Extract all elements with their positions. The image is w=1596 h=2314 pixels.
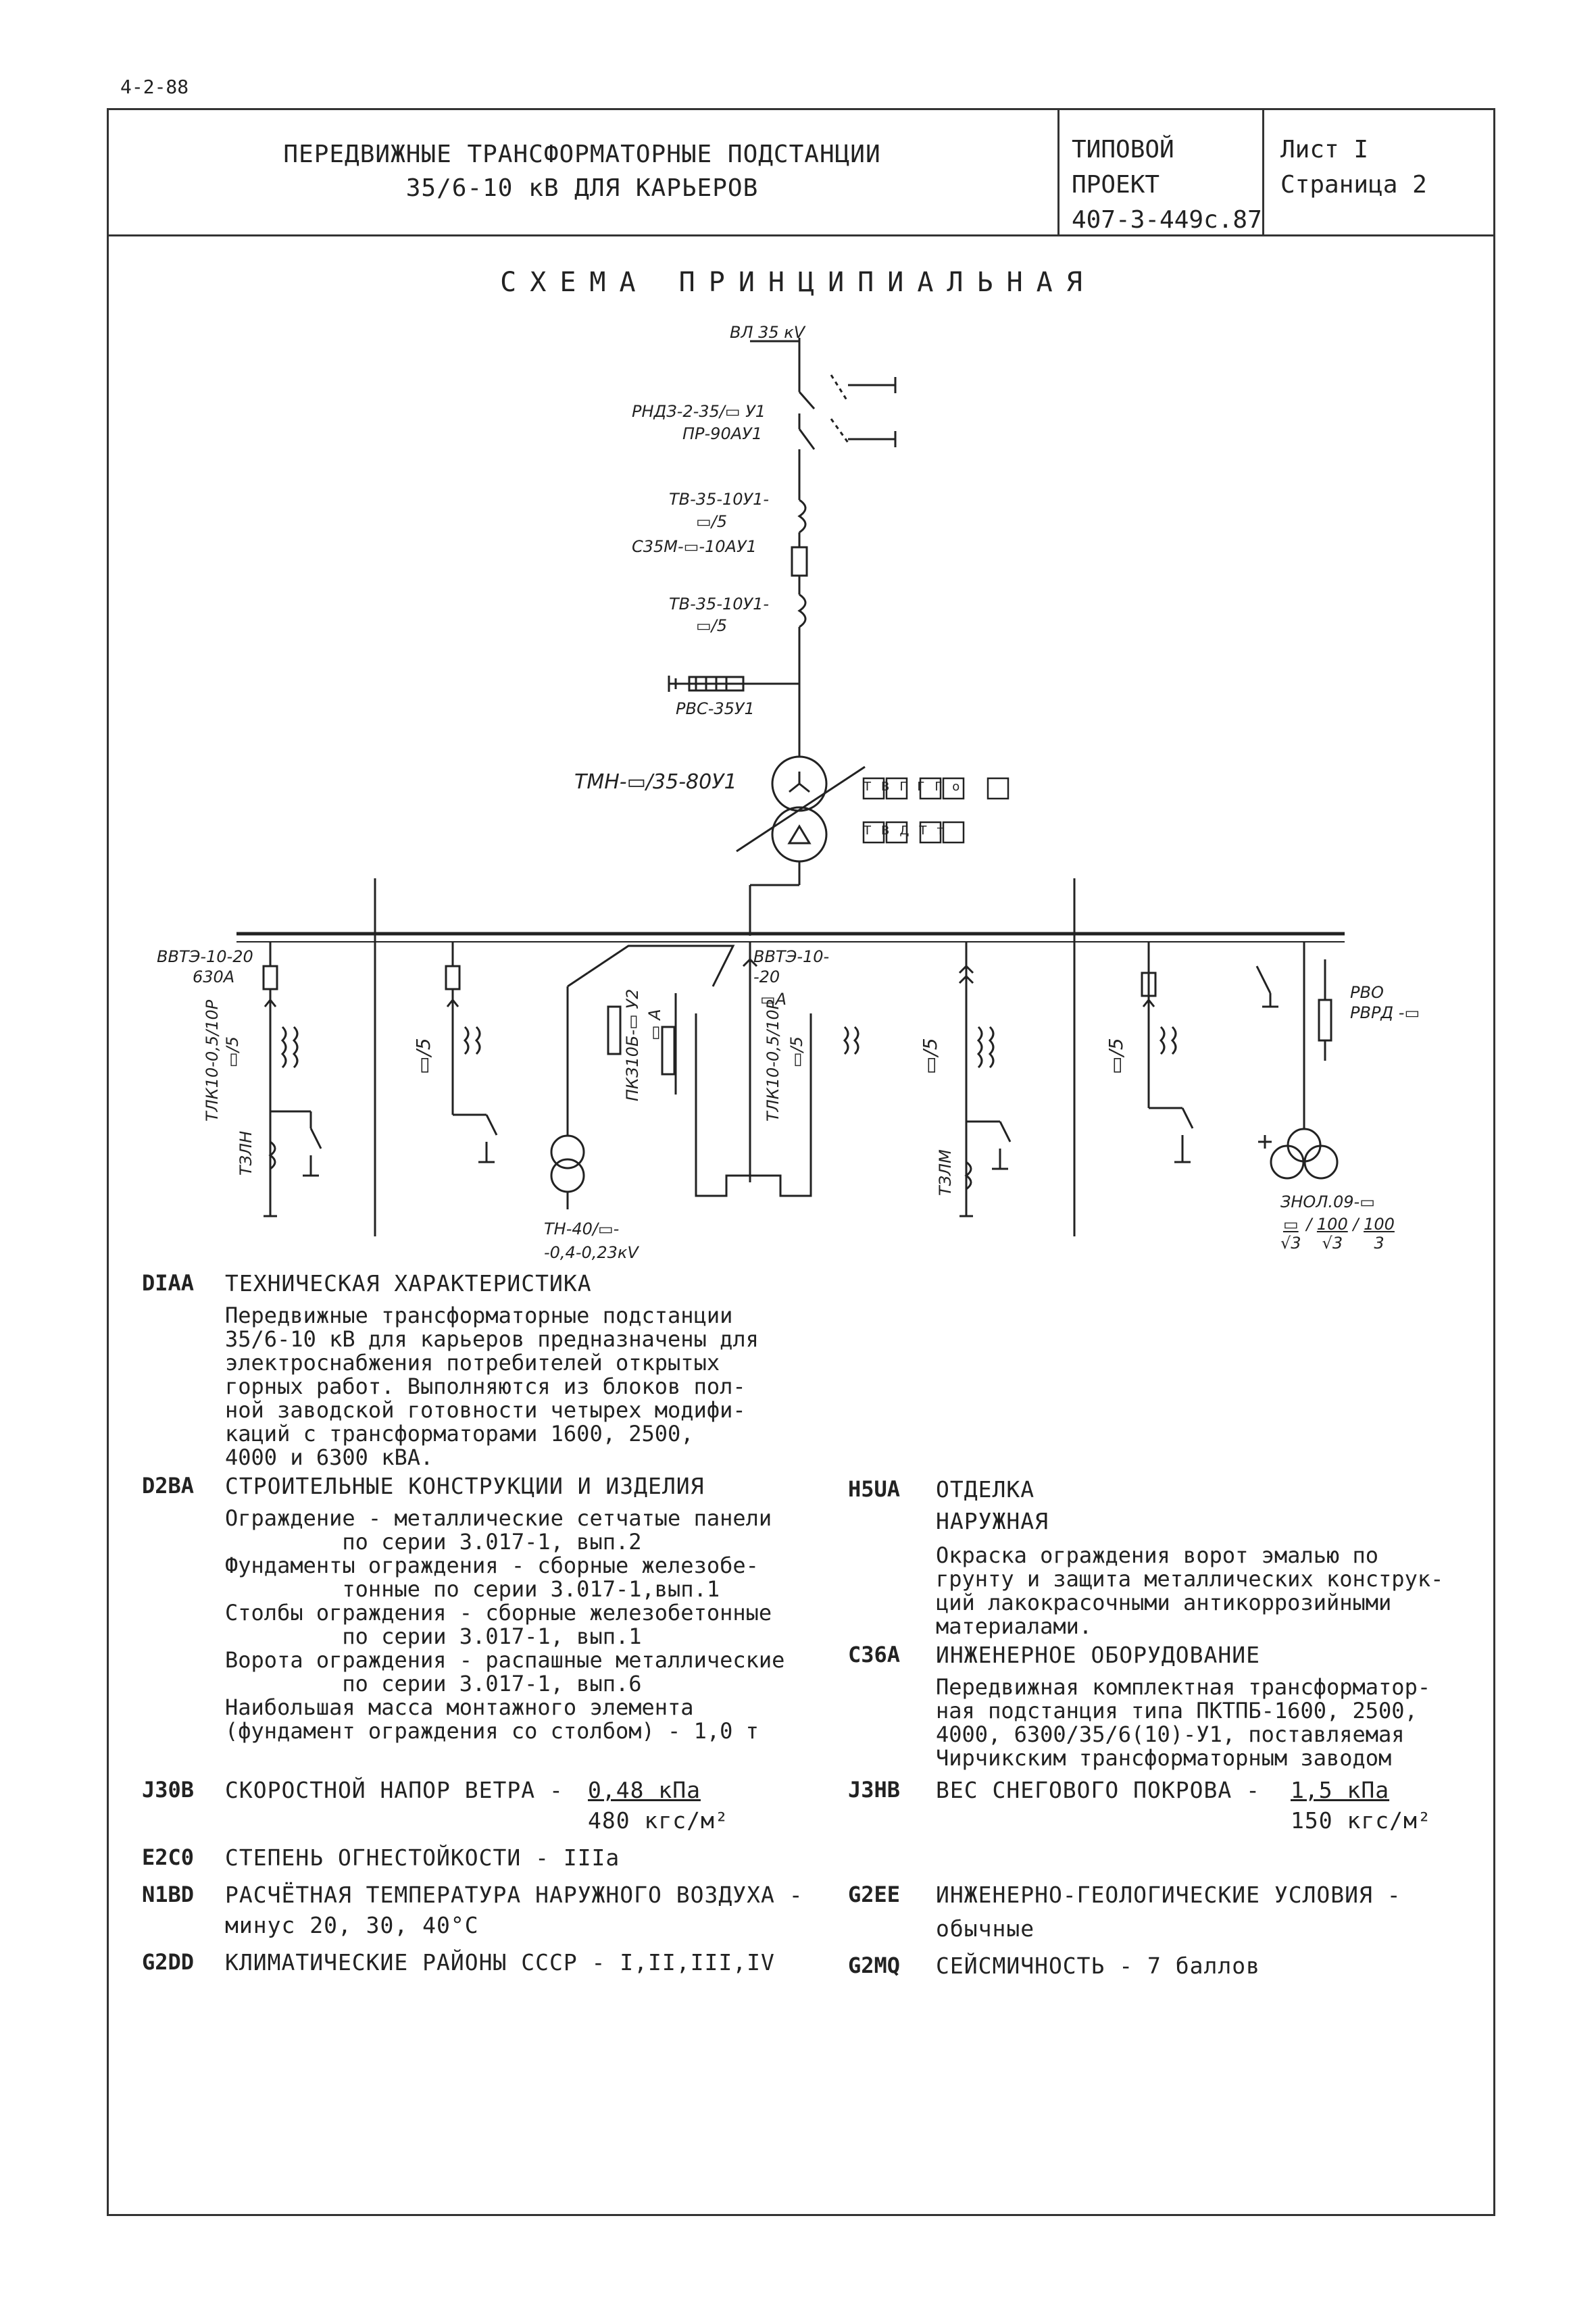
snow-value-kgs: 150 кгс/м² (1291, 1807, 1432, 1834)
pkz-fuse-label: ▭ А (645, 1009, 664, 1040)
feeder-5-zct-label: ТЗЛМ (936, 1149, 955, 1196)
pkz-label: ПКЗ10Б-▭ У2 (623, 988, 642, 1101)
temp-line-1: РАСЧЁТНАЯ ТЕМПЕРАТУРА НАРУЖНОГО ВОЗДУХА … (225, 1882, 803, 1908)
disconnector-blade (798, 391, 816, 409)
center-breaker-label: ВВТЭ-10- (753, 947, 830, 966)
temp-line-2: минус 20, 30, 40°С (225, 1912, 479, 1938)
project-label: ТИПОВОЙ ПРОЕКТ (1072, 136, 1174, 199)
feeder-1 (262, 942, 322, 1217)
page-number: Страница 2 (1280, 171, 1427, 199)
finish-title: ОТДЕЛКА (936, 1476, 1035, 1503)
rvrd-label: РВРД -▭ (1350, 1003, 1420, 1022)
prot-row-2: ТВДТт (864, 824, 954, 838)
sheet-number: Лист I (1280, 136, 1369, 164)
geo-line-1: ИНЖЕНЕРНО-ГЕОЛОГИЧЕСКИЕ УСЛОВИЯ - (936, 1882, 1401, 1908)
wind-code: J30B (142, 1777, 195, 1803)
breaker-label: С35М-▭-10АУ1 (632, 537, 757, 556)
rvo-label: РВО (1350, 983, 1384, 1002)
aux-transformer-label: ТН-40/▭- (544, 1219, 620, 1238)
feeder-2 (445, 942, 498, 1163)
scheme-title: СХЕМА ПРИНЦИПИАЛЬНАЯ (500, 267, 1096, 298)
feeder-breaker-rating: 630А (193, 967, 235, 986)
feeder-3-center (695, 942, 859, 1197)
ct-2-ratio: ▭/5 (696, 616, 728, 635)
vt-label: ЗНОЛ.09-▭ (1280, 1192, 1375, 1211)
page-ref: 4-2-88 (120, 76, 189, 98)
build-code: D2BA (142, 1473, 195, 1499)
feeder-5 (958, 942, 1012, 1217)
fire-code: E2C0 (142, 1844, 195, 1870)
finish-code: H5UA (848, 1476, 901, 1502)
ct-1-coil (797, 499, 807, 534)
transformer-lv-winding (771, 806, 828, 863)
feeder-breaker-label: ВВТЭ-10-20 (157, 947, 253, 966)
build-title: СТРОИТЕЛЬНЫЕ КОНСТРУКЦИИ И ИЗДЕЛИЯ (225, 1473, 705, 1499)
tap-changer-arrow (736, 765, 866, 853)
breaker-35kv (791, 546, 808, 577)
disconnector-blade-2 (798, 428, 816, 450)
ct-2-label: ТВ-35-10У1- (669, 595, 770, 613)
geo-line-2: обычные (936, 1915, 1035, 1942)
wind-value-kgs: 480 кгс/м² (588, 1807, 729, 1834)
voltage-transformer-branch (1255, 942, 1339, 1180)
project-cell: ТИПОВОЙ ПРОЕКТ 407-3-449с.87 (1059, 108, 1264, 234)
title-cell: ПЕРЕДВИЖНЫЕ ТРАНСФОРМАТОРНЫЕ ПОДСТАНЦИИ … (107, 108, 1059, 234)
equip-text: Передвижная комплектная трансформатор- н… (936, 1674, 1431, 1771)
disconnector-label-2: ПР-90АУ1 (682, 424, 763, 443)
feeder-1-zct-label: ТЗЛН (236, 1130, 255, 1176)
climate-code: G2DD (142, 1949, 195, 1975)
feeder-6 (1141, 942, 1194, 1163)
wind-label: СКОРОСТНОЙ НАПОР ВЕТРА - (225, 1777, 564, 1803)
equip-title: ИНЖЕНЕРНОЕ ОБОРУДОВАНИЕ (936, 1642, 1260, 1668)
disconnector-label: РНДЗ-2-35/▭ У1 (632, 402, 766, 421)
feeder-6-ct-ratio: ▭/5 (1105, 1038, 1127, 1074)
protection-relays (862, 777, 1009, 844)
equip-code: C36A (848, 1642, 901, 1667)
feeder-1-ct-label: ТЛК10-0,5/10Р (203, 999, 222, 1122)
feeder-5-ct-ratio: ▭/5 (919, 1038, 941, 1074)
drawing-frame (107, 108, 1495, 2216)
sheet-cell: Лист I Страница 2 (1264, 108, 1510, 259)
aux-transformer-voltage: -0,4-0,23кV (544, 1243, 639, 1262)
title-line-1: ПЕРЕДВИЖНЫЕ ТРАНСФОРМАТОРНЫЕ ПОДСТАНЦИИ (283, 140, 881, 168)
temp-code: N1BD (142, 1882, 195, 1907)
center-ct-label: ТЛК10-0,5/10Р (764, 999, 782, 1122)
seismic-text: СЕЙСМИЧНОСТЬ - 7 баллов (936, 1953, 1260, 1979)
seismic-code: G2MQ (848, 1953, 901, 1978)
geo-code: G2EE (848, 1882, 901, 1907)
tech-code: DIAA (142, 1270, 195, 1296)
transformer-label: ТМН-▭/35-80У1 (574, 770, 737, 794)
ct-1-ratio: ▭/5 (696, 512, 728, 531)
feeder-2-ct-ratio: ▭/5 (412, 1038, 434, 1074)
title-line-2: 35/6-10 кВ ДЛЯ КАРЬЕРОВ (405, 174, 759, 202)
tech-text: Передвижные трансформаторные подстанции … (225, 1303, 759, 1470)
line-in-label: ВЛ 35 кV (730, 323, 805, 342)
fire-text: СТЕПЕНЬ ОГНЕСТОЙКОСТИ - IIIa (225, 1844, 620, 1871)
single-line-diagram (236, 338, 1345, 1236)
project-number: 407-3-449с.87 (1072, 206, 1262, 234)
ct-1-label: ТВ-35-10У1- (669, 490, 770, 509)
finish-subtitle: НАРУЖНАЯ (936, 1508, 1049, 1534)
arrester-label: РВС-35У1 (676, 699, 755, 718)
climate-text: КЛИМАТИЧЕСКИЕ РАЙОНЫ СССР - I,II,III,IV (225, 1949, 775, 1976)
title-block: ПЕРЕДВИЖНЫЕ ТРАНСФОРМАТОРНЫЕ ПОДСТАНЦИИ … (107, 108, 1495, 236)
center-breaker-label-2: -20 (753, 967, 780, 986)
center-ct-ratio: ▭/5 (787, 1036, 806, 1067)
wind-value-kpa: 0,48 кПа (588, 1777, 701, 1803)
snow-label: ВЕС СНЕГОВОГО ПОКРОВА - (936, 1777, 1260, 1803)
aux-transformer-branch (550, 945, 735, 1209)
snow-value-kpa: 1,5 кПа (1291, 1777, 1390, 1803)
feeder-1-ct-ratio: ▭/5 (223, 1036, 242, 1067)
build-text: Ограждение - металлические сетчатые пане… (225, 1505, 785, 1744)
ct-2-coil (797, 593, 807, 628)
prot-row-1: ТВГГГо (864, 780, 970, 794)
tech-title: ТЕХНИЧЕСКАЯ ХАРАКТЕРИСТИКА (225, 1270, 592, 1297)
finish-text: Окраска ограждения ворот эмалью по грунт… (936, 1542, 1444, 1639)
center-breaker-rating: ▭А (760, 990, 787, 1009)
earthing-switch (830, 374, 849, 403)
snow-code: J3HB (848, 1777, 901, 1803)
